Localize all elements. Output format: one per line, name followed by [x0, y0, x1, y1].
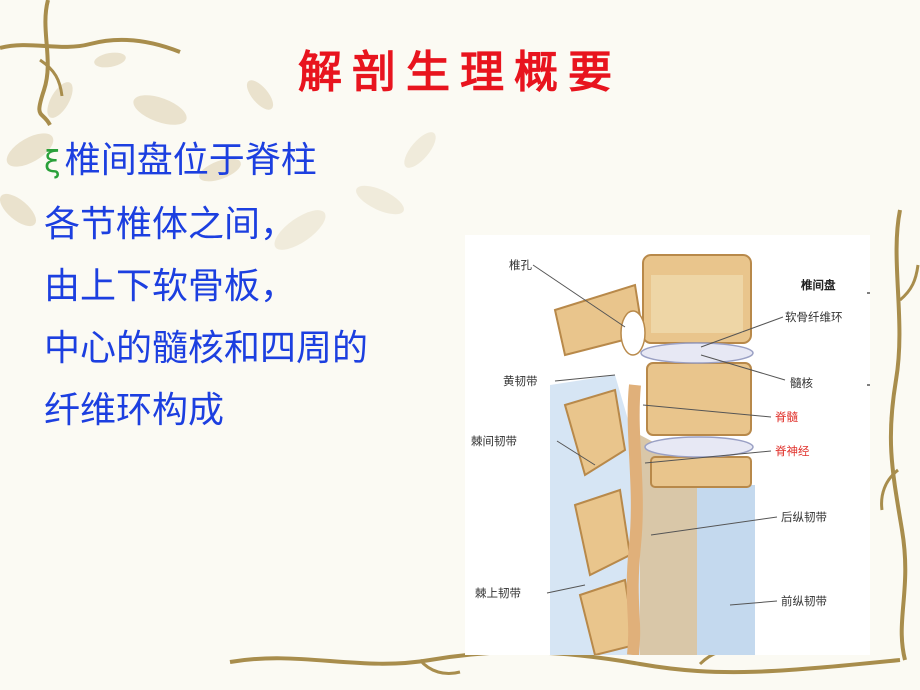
label-supraspinous-ligament: 棘上韧带 [475, 586, 521, 600]
leaf-decoration [199, 158, 241, 182]
spinal-cord [626, 384, 643, 655]
spinous-process [563, 388, 627, 477]
vine-decoration [229, 650, 901, 675]
leaf-decoration [274, 210, 326, 250]
leaf-decoration [404, 132, 436, 168]
leaf-decoration [94, 52, 126, 68]
label-spinal-cord: 脊髓 [775, 410, 798, 424]
label-ligamentum-flavum: 黄韧带 [503, 374, 538, 388]
vine-decoration [37, 0, 52, 127]
leaf-decoration [6, 133, 54, 167]
label-posterior-ligament: 后纵韧带 [781, 510, 827, 524]
intervertebral-disc [640, 342, 754, 364]
vine-decoration [39, 58, 64, 97]
vertebral-body-inner [651, 275, 743, 333]
body-line-3: 由上下软骨板， [44, 266, 297, 307]
leaf-decoration [47, 82, 73, 118]
vertebral-body [646, 362, 752, 436]
line-1-text: 椎间盘位于脊柱 [64, 140, 317, 181]
leaf-decoration [246, 80, 274, 110]
vertebral-foramen [620, 310, 646, 356]
leaf-decoration [133, 95, 187, 125]
vine-decoration [880, 468, 899, 511]
label-anterior-ligament: 前纵韧带 [781, 594, 827, 608]
label-interspinous-ligament: 棘间韧带 [471, 434, 517, 448]
vine-decoration [888, 209, 908, 661]
leaf-decoration [356, 185, 404, 215]
vine-decoration [418, 658, 461, 675]
label-vertebral-foramen: 椎孔 [509, 258, 532, 272]
label-cartilage-annulus: 软骨纤维环 [785, 310, 843, 324]
vine-decoration [0, 37, 181, 54]
slide-title: 解剖生理概要 [298, 47, 622, 98]
spine-illustration [465, 235, 870, 655]
intervertebral-disc [644, 436, 754, 458]
spine-anatomy-figure: 椎孔 黄韧带 棘间韧带 棘上韧带 椎间盘 软骨纤维环 髓核 脊髓 脊神经 后纵韧… [465, 235, 870, 655]
bullet-glyph: ξ [44, 145, 61, 180]
body-line-4: 中心的髓核和四周的 [44, 328, 369, 369]
label-intervertebral-disc: 椎间盘 [801, 278, 836, 292]
body-line-5: 纤维环构成 [44, 390, 225, 431]
label-nucleus: 髓核 [790, 376, 813, 390]
spine-column-shadow [640, 435, 697, 655]
label-spinal-nerve: 脊神经 [775, 444, 810, 458]
vine-decoration [899, 264, 920, 302]
anterior-ligament [697, 485, 755, 655]
body-line-2: 各节椎体之间， [44, 204, 297, 245]
leaf-decoration [0, 193, 37, 227]
